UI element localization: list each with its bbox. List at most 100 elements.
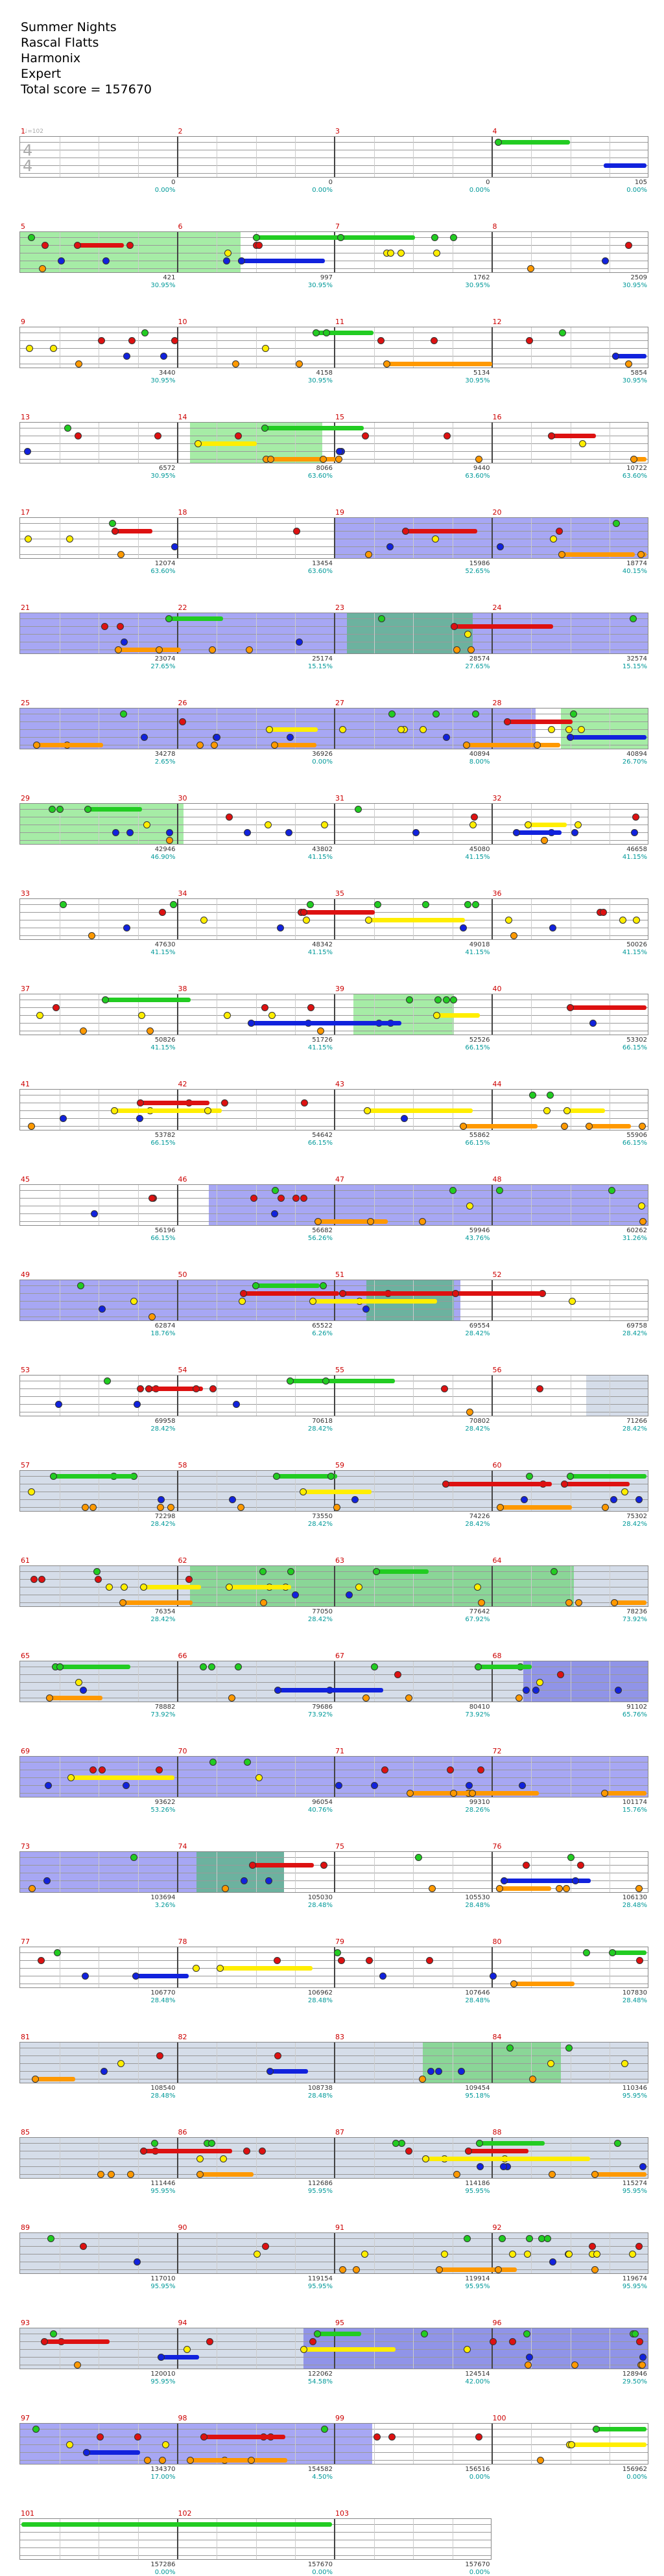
note-gem	[560, 1481, 568, 1488]
note-gem	[510, 1980, 517, 1987]
beat-line	[255, 613, 257, 653]
note-gem	[320, 821, 328, 828]
note-gem	[335, 456, 343, 463]
note-gem	[274, 1687, 282, 1694]
note-gem	[127, 2171, 135, 2178]
note-gem	[64, 425, 71, 432]
overdrive-percent: 0.00%	[469, 187, 490, 194]
note-gem	[510, 932, 518, 939]
note-gem	[128, 337, 136, 344]
overdrive-percent: 53.26%	[150, 1807, 176, 1814]
overdrive-percent: 28.42%	[622, 1425, 647, 1433]
sustain-bar	[475, 2141, 545, 2146]
note-gem	[59, 1115, 67, 1122]
measure-bar	[491, 613, 493, 653]
measure-score: 3440	[159, 369, 176, 377]
note-gem	[459, 924, 467, 931]
sustain-bar	[313, 331, 374, 335]
note-gem	[570, 710, 578, 718]
measure-score: 74226	[469, 1513, 490, 1520]
overdrive-percent: 73.92%	[465, 1711, 490, 1718]
note-gem	[237, 1504, 245, 1511]
beat-line	[413, 1471, 414, 1511]
measure-number: 93	[21, 2319, 30, 2327]
sustain-bar	[274, 1688, 384, 1692]
measure-score: 128946	[622, 2371, 647, 2378]
measure-bar	[334, 2424, 335, 2464]
staff-line-19	[19, 1851, 648, 1893]
measure-number: 56	[492, 1366, 502, 1374]
note-gem	[619, 917, 627, 924]
sustain-bar	[567, 1005, 646, 1010]
note-gem	[223, 257, 231, 264]
overdrive-percent: 28.42%	[465, 1330, 490, 1337]
measure-number: 63	[335, 1556, 344, 1565]
measure-number: 2	[178, 127, 183, 135]
sustain-bar	[187, 2458, 288, 2463]
note-gem	[159, 2457, 167, 2464]
beat-line	[295, 804, 296, 844]
note-gem	[624, 242, 632, 249]
measure-number: 103	[335, 2509, 349, 2518]
note-gem	[126, 242, 134, 249]
note-gem	[193, 1965, 200, 1972]
note-gem	[635, 1496, 643, 1503]
beat-line	[374, 1757, 375, 1797]
note-gem	[547, 1092, 554, 1099]
measure-score: 59946	[469, 1227, 490, 1234]
note-gem	[555, 1885, 563, 1892]
measure-number: 57	[21, 1461, 30, 1469]
note-gem	[523, 1687, 530, 1694]
measure-bar	[491, 1280, 493, 1320]
note-gem	[107, 2171, 115, 2178]
note-gem	[608, 1949, 616, 1956]
measure-score: 96054	[312, 1799, 333, 1806]
measure-number: 34	[178, 889, 187, 898]
note-gem	[250, 1195, 258, 1202]
note-gem	[548, 2171, 556, 2178]
beat-line	[413, 1661, 414, 1702]
measure-score: 43802	[312, 846, 333, 853]
sustain-bar	[298, 910, 375, 915]
measure-number: 16	[492, 413, 502, 421]
beat-line	[137, 1661, 139, 1702]
sustain-bar	[465, 2149, 529, 2153]
measure-number: 7	[335, 222, 340, 231]
note-gem	[95, 1576, 102, 1583]
note-gem	[271, 1210, 279, 1217]
measure-score: 8066	[316, 465, 333, 472]
measure-bar	[491, 708, 493, 749]
measure-number: 85	[21, 2128, 30, 2137]
sustain-bar	[384, 1291, 474, 1296]
note-gem	[158, 1496, 165, 1503]
overdrive-percent: 41.15%	[150, 1044, 176, 1051]
difficulty-label: Expert	[21, 67, 62, 81]
note-gem	[79, 1687, 87, 1694]
sustain-bar	[474, 1665, 532, 1669]
measure-score: 120010	[150, 2371, 176, 2378]
measure-score: 421	[163, 274, 176, 281]
measure-score: 76354	[154, 1608, 176, 1615]
note-gem	[614, 1687, 622, 1694]
beat-line	[137, 2138, 139, 2178]
note-gem	[204, 1107, 211, 1114]
measure-bar	[334, 1947, 335, 1987]
note-gem	[67, 1774, 75, 1781]
note-gem	[239, 1298, 246, 1305]
beat-line	[255, 1185, 257, 1225]
staff-line-12	[19, 1184, 648, 1226]
measure-number: 54	[178, 1366, 187, 1374]
measure-score: 40894	[469, 751, 490, 758]
note-gem	[610, 1496, 618, 1503]
note-gem	[621, 2060, 628, 2067]
overdrive-percent: 67.92%	[465, 1616, 490, 1623]
sustain-bar	[249, 1863, 314, 1868]
measure-score: 107830	[622, 1989, 647, 1996]
note-gem	[154, 432, 162, 439]
beat-line	[413, 2328, 414, 2369]
measure-score: 23074	[154, 655, 176, 662]
note-gem	[377, 337, 385, 344]
note-gem	[28, 1885, 36, 1892]
note-gem	[41, 2338, 49, 2345]
note-gem	[600, 1790, 608, 1797]
